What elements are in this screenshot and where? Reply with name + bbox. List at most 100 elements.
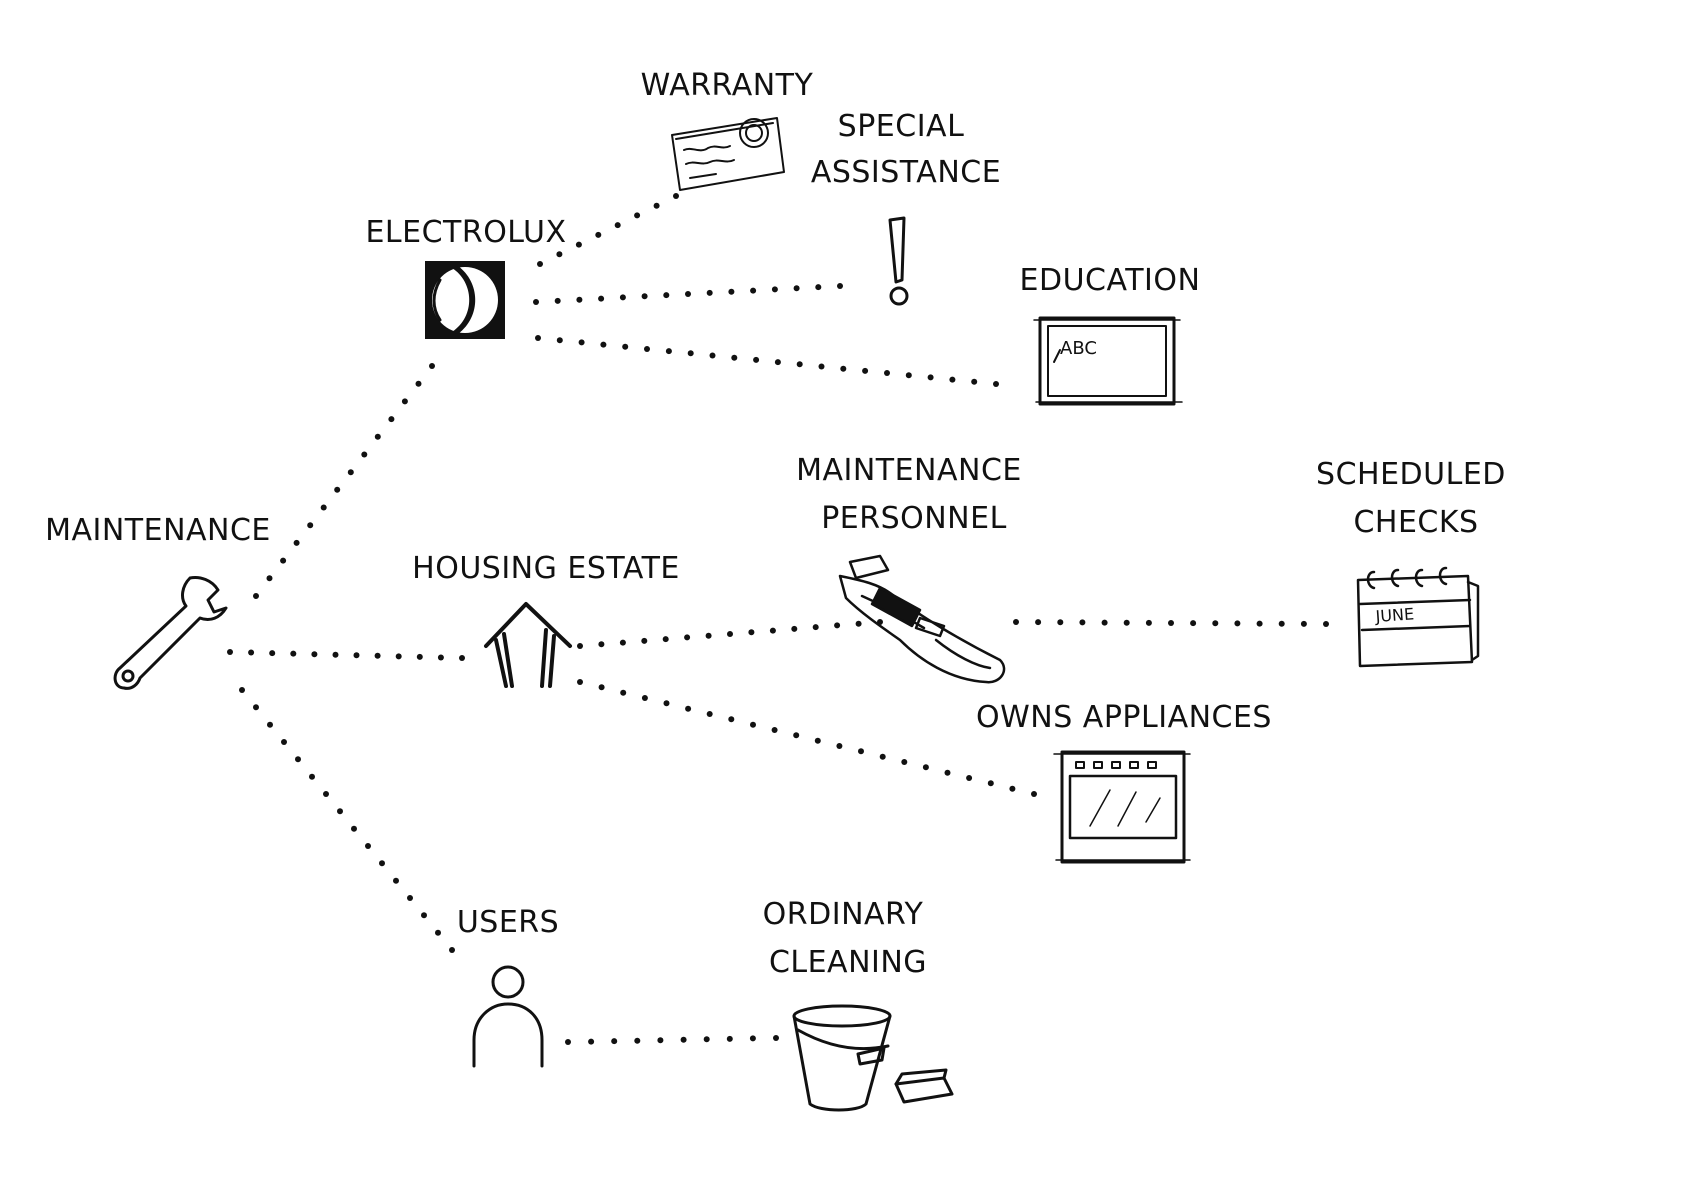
- connector-dot: [927, 374, 934, 381]
- connector-dot: [728, 288, 735, 295]
- connector-dot: [379, 860, 385, 867]
- connector-dot: [393, 877, 399, 884]
- connector-dot: [537, 261, 543, 267]
- node-maintenance-personnel: MAINTENANCE PERSONNEL: [796, 453, 1022, 684]
- electrolux-logo-icon: [425, 261, 505, 339]
- connector-dot: [685, 291, 691, 297]
- connector-dot: [705, 632, 712, 639]
- label-special-assistance: SPECIAL ASSISTANCE: [811, 109, 1001, 190]
- connector-dot: [837, 283, 843, 289]
- node-special-assistance: SPECIAL ASSISTANCE: [811, 109, 1001, 306]
- connector-dot: [595, 231, 602, 238]
- connector-dot: [374, 652, 381, 659]
- connector-dot: [611, 1038, 618, 1045]
- connector-dot: [266, 575, 273, 582]
- connector-dot: [680, 1036, 687, 1043]
- connector-dot: [750, 721, 756, 728]
- connector-dot: [578, 339, 585, 346]
- connector-dot: [600, 341, 607, 348]
- label-housing-estate: HOUSING ESTATE: [412, 551, 680, 586]
- node-ordinary-cleaning: ORDINARY CLEANING: [763, 897, 954, 1112]
- connector-dot: [449, 947, 455, 953]
- connector-dot: [347, 469, 354, 476]
- connector-dot: [879, 753, 886, 760]
- connector-dot: [966, 775, 973, 781]
- node-warranty: WARRANTY: [641, 68, 814, 191]
- connector-dot: [684, 634, 691, 641]
- connector-dot: [619, 639, 626, 646]
- connector-dot: [401, 398, 408, 405]
- connector-dot: [793, 732, 800, 739]
- connector-dot: [944, 769, 951, 776]
- connector-dot: [858, 748, 864, 755]
- label-line: EDUCATION: [1020, 263, 1201, 298]
- connector-dot: [1101, 619, 1108, 626]
- connector-dot: [749, 1035, 756, 1042]
- node-owns-appliances: OWNS APPLIANCES: [976, 700, 1272, 864]
- edge-users-to-ordinary-cleaning: [565, 1035, 779, 1045]
- connector-dot: [1190, 620, 1197, 627]
- connector-dot: [1009, 785, 1016, 792]
- connector-dot: [533, 299, 539, 305]
- edge-electrolux-to-warranty: [537, 193, 679, 267]
- connector-dot: [309, 773, 315, 780]
- connector-dot: [644, 346, 650, 352]
- connector-dot: [1035, 619, 1042, 626]
- oven-icon: [1053, 750, 1191, 864]
- connector-dot: [1145, 619, 1152, 626]
- connector-dot: [227, 649, 233, 655]
- connector-dot: [598, 641, 605, 648]
- connector-dot: [614, 222, 621, 229]
- connector-dot: [901, 759, 908, 765]
- label-line: HOUSING ESTATE: [412, 551, 680, 586]
- connector-dot: [685, 705, 692, 712]
- house-icon: [484, 602, 572, 688]
- node-electrolux: ELECTROLUX: [365, 215, 566, 339]
- connector-dot: [459, 655, 465, 661]
- connector-dot: [293, 539, 300, 546]
- wrench-icon: [113, 576, 228, 690]
- connector-dot: [1278, 620, 1285, 627]
- label-line: MAINTENANCE: [796, 453, 1022, 488]
- connector-dot: [374, 433, 381, 440]
- connector-dot: [663, 700, 670, 707]
- edge-maintenance-to-users: [239, 687, 455, 953]
- calendar-month: JUNE: [1374, 604, 1415, 626]
- connector-dot: [577, 679, 583, 685]
- person-icon: [472, 965, 544, 1068]
- connector-dot: [281, 739, 287, 745]
- connector-dot: [814, 737, 821, 744]
- connector-dot: [556, 337, 563, 344]
- connector-dot: [731, 354, 738, 361]
- connector-dot: [641, 695, 648, 701]
- label-owns-appliances: OWNS APPLIANCES: [976, 700, 1272, 735]
- connector-dot: [295, 756, 301, 763]
- calendar-icon: JUNE: [1356, 566, 1480, 668]
- connector-dot: [1168, 620, 1174, 626]
- connector-dot: [791, 625, 798, 632]
- connector-dot: [949, 376, 956, 383]
- connector-dot: [815, 284, 822, 291]
- connector-dot: [365, 843, 371, 849]
- label-line: PERSONNEL: [821, 501, 1007, 536]
- label-line: USERS: [457, 905, 559, 940]
- blackboard-text: ABC: [1060, 338, 1097, 359]
- connector-dot: [641, 637, 648, 644]
- label-warranty: WARRANTY: [641, 68, 814, 103]
- connector-dot: [323, 791, 329, 797]
- node-users: USERS: [457, 905, 559, 1068]
- connector-dot: [1031, 791, 1037, 797]
- label-line: CHECKS: [1353, 505, 1478, 540]
- connector-dot: [709, 352, 716, 359]
- connector-dot: [416, 653, 423, 660]
- connector-dot: [575, 241, 582, 248]
- connector-dot: [834, 622, 841, 629]
- node-maintenance: MAINTENANCE: [45, 513, 270, 690]
- connector-dot: [320, 504, 327, 511]
- connector-dot: [556, 251, 563, 258]
- label-line: OWNS APPLIANCES: [976, 700, 1272, 735]
- connector-dot: [239, 687, 245, 693]
- edge-electrolux-to-education: [535, 335, 999, 387]
- connector-dot: [987, 780, 994, 787]
